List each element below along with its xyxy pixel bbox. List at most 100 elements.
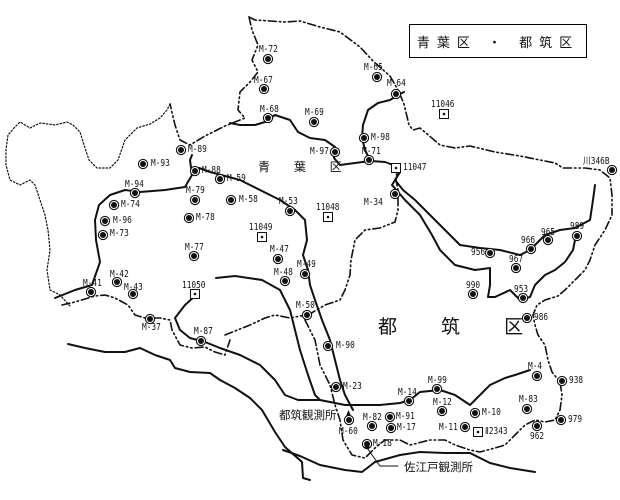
well-marker-icon xyxy=(301,309,313,321)
river-onda xyxy=(215,275,321,401)
boundary-mid xyxy=(224,314,309,336)
well-marker-icon xyxy=(127,288,139,300)
river-aoba-east xyxy=(198,167,354,411)
well-label: M-77 xyxy=(185,242,204,253)
benchmark-label: 11049 xyxy=(249,222,273,233)
well-label: M-91 xyxy=(396,411,415,422)
well-label: M-14 xyxy=(398,387,417,398)
well-label: M-87 xyxy=(194,326,213,337)
well-marker-icon xyxy=(467,288,479,300)
well-label: M-58 xyxy=(239,194,258,205)
well-marker-icon xyxy=(363,154,375,166)
well-label: M-67 xyxy=(254,75,273,86)
well-marker-icon xyxy=(484,247,496,259)
well-marker-icon xyxy=(189,165,201,177)
well-label: M-59 xyxy=(227,173,246,184)
well-label: M-98 xyxy=(371,132,390,143)
boundary-west-aoba xyxy=(169,16,259,146)
well-marker-icon xyxy=(517,292,529,304)
well-label: M-69 xyxy=(305,107,324,118)
boundary-north-aoba xyxy=(248,16,613,216)
well-marker-icon xyxy=(188,250,200,262)
well-label: 962 xyxy=(530,431,545,442)
river-tributary-87 xyxy=(174,295,531,406)
well-label: M-17 xyxy=(397,422,416,433)
well-marker-icon xyxy=(510,262,522,274)
well-marker-icon xyxy=(258,83,270,95)
well-marker-icon xyxy=(299,268,311,280)
well-label: M-93 xyxy=(151,158,170,169)
benchmark-marker-icon xyxy=(391,163,401,173)
well-label: 990 xyxy=(466,280,481,291)
tsuzuki-station-marker xyxy=(346,410,351,416)
well-label: M-97 xyxy=(310,146,329,157)
well-label: M-34 xyxy=(364,197,383,208)
saedo-station-label: 佐江戸観測所 xyxy=(404,460,473,474)
well-label: 966 xyxy=(521,235,536,246)
well-marker-icon xyxy=(322,340,334,352)
well-label: M-94 xyxy=(125,179,144,190)
well-marker-icon xyxy=(531,370,543,382)
well-label: M-49 xyxy=(297,259,316,270)
well-label: M-73 xyxy=(110,228,129,239)
well-marker-icon xyxy=(108,199,120,211)
well-marker-icon xyxy=(272,253,284,265)
well-marker-icon xyxy=(330,381,342,393)
well-marker-icon xyxy=(279,275,291,287)
well-label: 川346B xyxy=(583,156,610,167)
well-label: M-99 xyxy=(428,375,447,386)
benchmark-marker-icon xyxy=(323,212,333,222)
well-marker-icon xyxy=(111,276,123,288)
well-marker-icon xyxy=(531,420,543,432)
well-marker-icon xyxy=(521,403,533,415)
well-marker-icon xyxy=(358,132,370,144)
well-label: M-41 xyxy=(83,278,102,289)
ward-label-aoba: 青 葉 区 xyxy=(258,160,352,174)
map-title-box: 青葉区 ・ 都筑区 xyxy=(409,24,587,58)
well-marker-icon xyxy=(189,194,201,206)
well-marker-icon xyxy=(542,234,554,246)
well-label: M-68 xyxy=(260,104,279,115)
well-marker-icon xyxy=(144,313,156,325)
well-label: M-37 xyxy=(142,322,161,333)
benchmark-marker-icon xyxy=(190,289,200,299)
well-marker-icon xyxy=(366,420,378,432)
well-label: M-89 xyxy=(188,144,207,155)
well-label: M-64 xyxy=(387,78,406,89)
well-label: M-88 xyxy=(202,165,221,176)
river-tsurumi-main xyxy=(282,449,536,473)
well-label: 986 xyxy=(534,312,549,323)
well-label: 956 xyxy=(471,247,486,258)
well-marker-icon xyxy=(99,215,111,227)
benchmark-label: 11050 xyxy=(182,280,206,291)
well-label: M-72 xyxy=(259,44,278,55)
map-title: 青葉区 ・ 都筑区 xyxy=(416,35,580,51)
well-label: M-74 xyxy=(121,199,140,210)
well-marker-icon xyxy=(389,188,401,200)
well-label: 953 xyxy=(514,284,529,295)
well-marker-icon xyxy=(329,146,341,158)
well-marker-icon xyxy=(97,229,109,241)
well-label: M-71 xyxy=(362,146,381,157)
boundary-tsuzuki-south xyxy=(304,214,613,459)
river-tsurumi xyxy=(229,114,401,168)
well-label: M-10 xyxy=(482,407,501,418)
well-label: M-18 xyxy=(373,438,392,449)
well-label: 989 xyxy=(570,221,585,232)
benchmark-label: 11047 xyxy=(403,162,427,173)
well-label: 938 xyxy=(569,375,584,386)
well-marker-icon xyxy=(262,53,274,65)
well-label: 965 xyxy=(541,227,556,238)
well-label: M-65 xyxy=(364,62,383,73)
benchmark-marker-icon xyxy=(473,427,483,437)
ward-label-tsuzuki: 都 筑 区 xyxy=(378,316,543,338)
well-label: M-4 xyxy=(528,361,543,372)
well-label: M-90 xyxy=(336,340,355,351)
saedo-station-marker xyxy=(364,441,370,448)
boundary-southwest xyxy=(61,294,231,356)
wells-layer xyxy=(85,53,618,450)
well-marker-icon xyxy=(262,112,274,124)
river-hayabuchi-south xyxy=(391,171,576,301)
well-marker-icon xyxy=(85,286,97,298)
well-marker-icon xyxy=(371,71,383,83)
